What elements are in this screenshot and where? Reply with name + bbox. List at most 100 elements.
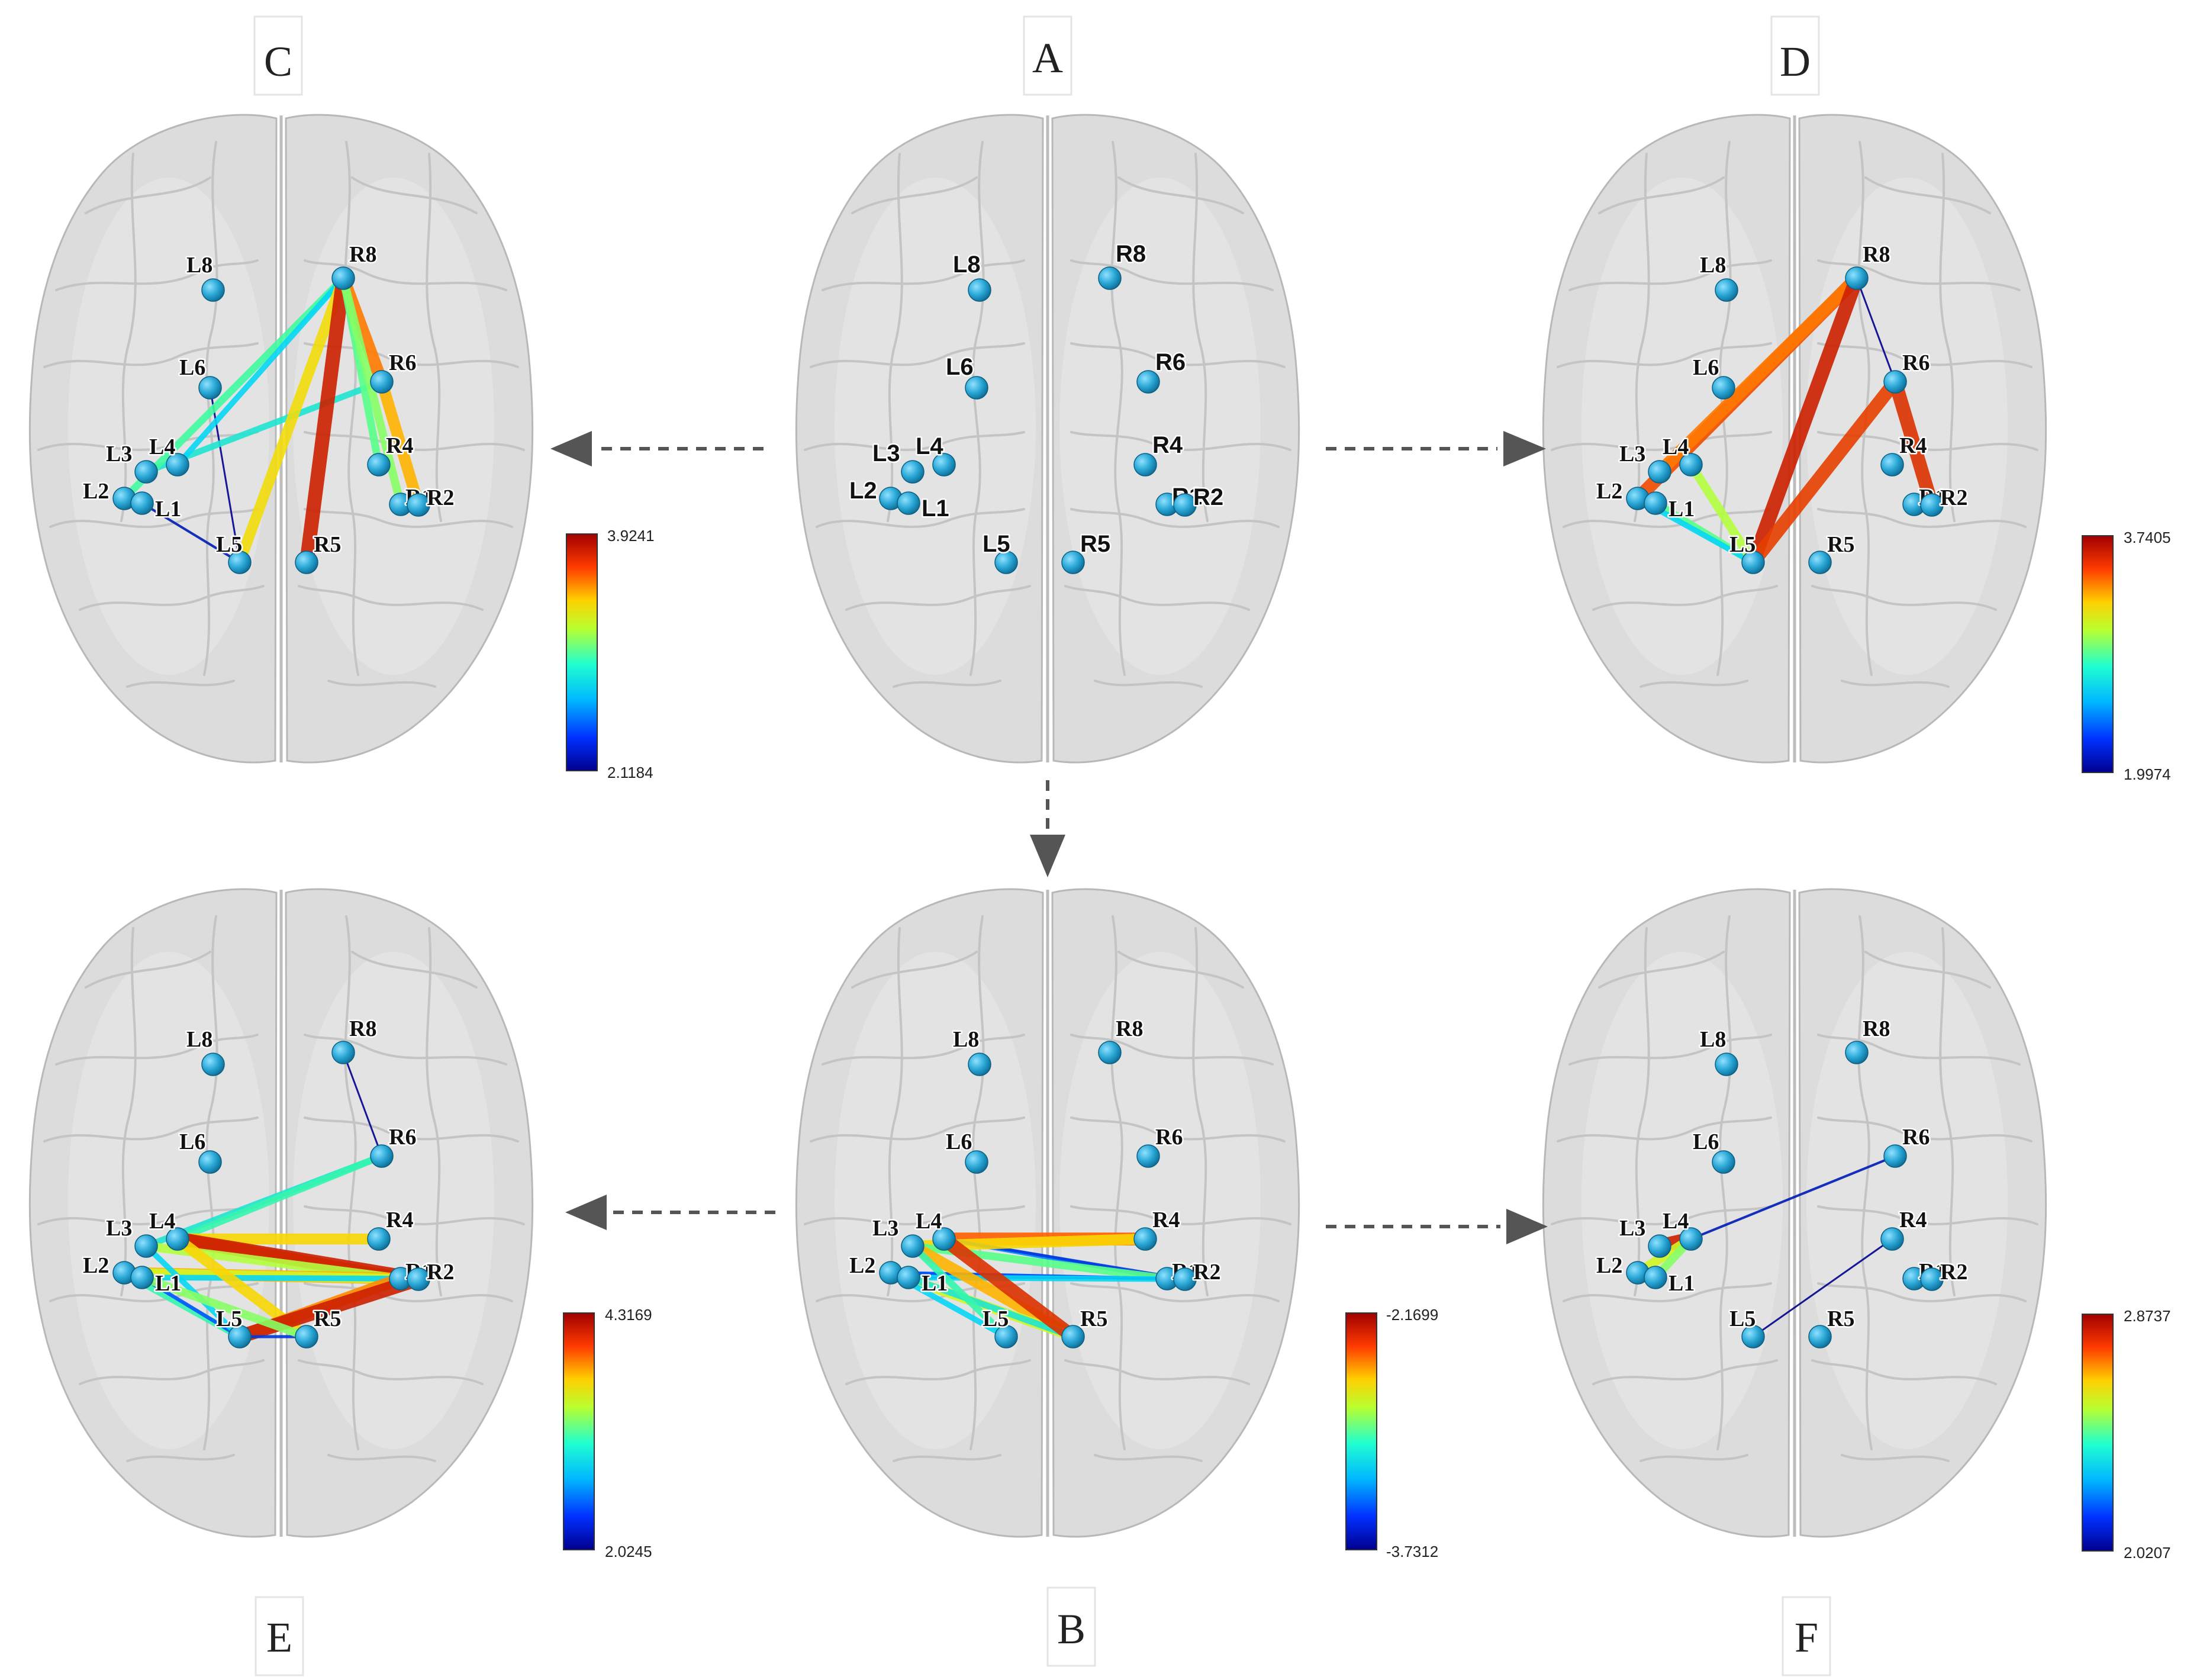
node-label-l3: L3	[1619, 442, 1645, 466]
arrow-a-to-b-head	[1030, 835, 1065, 877]
node-label-l6: L6	[1693, 355, 1719, 380]
node-label-l1: L1	[922, 1271, 948, 1296]
node-label-l5: L5	[216, 1306, 242, 1331]
node-label-r5: R5	[1827, 1306, 1854, 1331]
node-l8	[1715, 278, 1738, 302]
node-label-r2: R2	[1193, 484, 1223, 510]
node-l8	[201, 1053, 225, 1076]
node-label-l6: L6	[179, 355, 205, 380]
brain-glass-render	[1543, 889, 2046, 1537]
node-r2	[407, 493, 430, 517]
brain-panel-b: L8R8L6R6L4R4L3L2L1R1R2L5R5	[796, 889, 1299, 1537]
node-l8	[968, 278, 991, 302]
panels-layer: L8R8L6R6L4R4L3L2L1R1R2L5R5L8R8L6R6L4R4L3…	[30, 115, 2046, 1537]
node-l3	[1648, 1234, 1671, 1258]
node-r4	[1880, 453, 1904, 477]
node-label-r2: R2	[1940, 1260, 1967, 1285]
node-l5	[994, 1325, 1018, 1348]
node-l4	[932, 453, 956, 477]
node-label-l8: L8	[1700, 1027, 1726, 1052]
edge-l3-l5	[909, 1243, 1010, 1340]
node-r5	[1808, 1325, 1832, 1348]
node-r4	[367, 453, 391, 477]
node-label-l5: L5	[216, 532, 242, 557]
node-label-l8: L8	[953, 252, 981, 278]
node-label-r4: R4	[1899, 1208, 1927, 1232]
node-l6	[1712, 1150, 1735, 1174]
edge-l4-r8	[175, 275, 346, 468]
node-r5	[1061, 551, 1085, 574]
node-label-l6: L6	[179, 1129, 205, 1154]
edge-l1-r1	[139, 1275, 404, 1282]
edge-l5-r8	[234, 273, 349, 568]
node-label-l1: L1	[1668, 497, 1695, 522]
svg-text:F: F	[1795, 1614, 1818, 1661]
node-r6	[1136, 1144, 1160, 1168]
node-r8	[1098, 1041, 1122, 1064]
node-r4	[1133, 1227, 1157, 1251]
colorbar-e-max: 4.3169	[605, 1306, 652, 1324]
panel-letter-f: F	[1782, 1596, 1831, 1676]
edge-l2-r8	[120, 274, 347, 503]
edge-r6-r2	[1888, 375, 1939, 512]
node-label-r6: R6	[389, 1125, 416, 1150]
node-label-r4: R4	[1152, 1208, 1180, 1232]
node-label-l4: L4	[149, 435, 175, 459]
colorbar-e: 4.3169 2.0245	[563, 1306, 652, 1560]
node-r8	[331, 266, 355, 290]
node-l8	[1715, 1053, 1738, 1076]
panel-letter-b: B	[1046, 1586, 1096, 1667]
node-label-l4: L4	[916, 1209, 942, 1234]
colorbar-f-min: 2.0207	[2124, 1544, 2171, 1562]
node-label-r6: R6	[1902, 1125, 1930, 1150]
node-r6	[370, 1144, 394, 1168]
arrow-b-to-f-head	[1506, 1209, 1548, 1244]
node-label-r5: R5	[1080, 1306, 1107, 1331]
edge-l4-r6	[1689, 1154, 1897, 1241]
node-label-r6: R6	[1902, 350, 1930, 375]
node-l3	[901, 460, 925, 484]
node-l3	[1648, 460, 1671, 484]
node-label-l6: L6	[946, 1129, 972, 1154]
node-r2	[1173, 1267, 1197, 1291]
colorbar-c-max: 3.9241	[607, 527, 655, 545]
edge-l4-r6	[174, 1153, 385, 1243]
node-label-l5: L5	[1729, 532, 1756, 557]
node-label-l2: L2	[849, 478, 877, 504]
edge-r8-r6	[1856, 277, 1896, 383]
edge-r8-r1	[339, 274, 405, 508]
node-r4	[367, 1227, 391, 1251]
node-r8	[1098, 266, 1122, 290]
svg-text:D: D	[1780, 38, 1811, 85]
node-l8	[968, 1053, 991, 1076]
node-l5	[1741, 551, 1765, 574]
edge-l1-r5	[138, 1273, 311, 1341]
node-label-l8: L8	[1700, 253, 1726, 278]
node-r4	[1133, 453, 1157, 477]
node-label-r4: R4	[386, 1208, 413, 1232]
node-r5	[295, 1325, 318, 1348]
edge-r6-r2	[376, 376, 424, 511]
node-r8	[1845, 1041, 1869, 1064]
colorbar-f-max: 2.8737	[2124, 1307, 2171, 1325]
node-label-l3: L3	[106, 1216, 132, 1241]
node-label-r2: R2	[1193, 1260, 1220, 1285]
node-l6	[198, 1150, 222, 1174]
node-label-l1: L1	[155, 1271, 181, 1296]
svg-text:B: B	[1057, 1605, 1085, 1653]
node-r2	[1920, 493, 1944, 517]
node-label-r2: R2	[427, 485, 454, 510]
node-r2	[1173, 493, 1197, 517]
node-label-r5: R5	[1827, 532, 1854, 557]
node-label-l3: L3	[872, 1216, 898, 1241]
edge-l4-r5	[937, 1232, 1080, 1344]
node-l6	[965, 376, 988, 400]
node-l1	[130, 1266, 154, 1289]
node-l6	[1712, 376, 1735, 400]
node-l5	[994, 551, 1018, 574]
node-label-r2: R2	[1940, 485, 1967, 510]
node-label-l1: L1	[1668, 1271, 1695, 1296]
node-l4	[166, 1227, 189, 1251]
brain-panel-e: L8R8L6R6L4R4L3L2L1R1R2L5R5	[30, 889, 532, 1537]
